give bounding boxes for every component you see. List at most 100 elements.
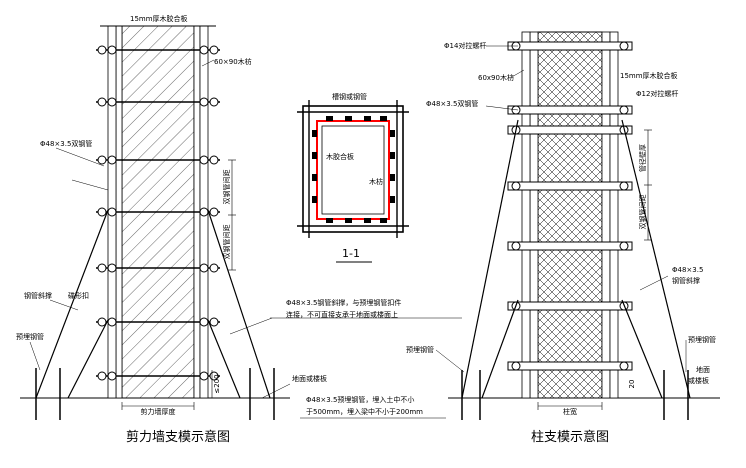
column-dim-label: 20	[628, 380, 636, 389]
column-body	[537, 31, 603, 399]
wall-top-label: 15mm厚木胶合板	[130, 14, 188, 23]
shear-wall-diagram: 双钢管间距 双钢管间距 ≤200 剪力墙厚度 15mm厚木胶合板 60×90木枋…	[16, 14, 327, 445]
section-frame	[302, 105, 404, 233]
wall-pipe-circle	[107, 207, 117, 217]
wall-tie-rods	[96, 45, 220, 381]
column-pipe-circle	[619, 105, 629, 115]
column-pipe-circle	[619, 241, 629, 251]
wall-pipe-circle	[107, 45, 117, 55]
column-clamp	[507, 181, 633, 191]
wall-brace-right-low	[207, 319, 241, 399]
wall-dim-label: ≤200	[213, 374, 221, 393]
column-clamp	[507, 41, 633, 51]
column-stud-left	[521, 31, 531, 399]
wall-pipe-circle	[199, 155, 209, 165]
column-tie-top: Φ14对拉螺杆	[444, 41, 486, 50]
section-stud	[345, 116, 352, 121]
wall-pipe-circle	[209, 207, 219, 217]
section-top-label: 槽钢或钢管	[332, 92, 367, 101]
wall-pipe-circle	[107, 97, 117, 107]
wall-pipe-circle	[107, 371, 117, 381]
column-ground-label-2: 或楼板	[688, 376, 709, 385]
section-1-1: 槽钢或钢管 木胶合板 木枋 1-1	[297, 92, 409, 263]
wall-brace-left-low	[67, 319, 109, 399]
section-stud	[380, 116, 387, 121]
wall-clip-label: 碟形扣	[68, 291, 89, 300]
column-pipe-circle	[511, 361, 521, 371]
column-width-label: 柱宽	[563, 407, 577, 416]
column-pipe-label: Φ48×3.5双钢管	[426, 99, 478, 108]
section-stud	[326, 218, 333, 223]
column-clamp	[507, 361, 633, 371]
column-pipe-circle	[511, 241, 521, 251]
column-stud-label: 60x90木枋	[478, 73, 514, 82]
column-embed-label-1: 预埋钢管	[406, 345, 434, 354]
wall-pipe-circle	[199, 97, 209, 107]
wall-brace-label: 钢管斜撑	[24, 291, 52, 300]
wall-pipe-circle	[199, 371, 209, 381]
wall-pipe-circle	[199, 317, 209, 327]
wall-pipe-circle	[209, 97, 219, 107]
section-stud	[312, 174, 317, 181]
wall-pipe-circle	[97, 371, 107, 381]
column-spacing-label-1: 管径壁厚	[638, 144, 647, 172]
wall-pipe-circle	[97, 207, 107, 217]
column-plywood-right	[601, 31, 611, 399]
center-notes: Φ48×3.5钢管斜撑，与预埋钢管扣件 连接，不可直接支承于地面或楼面上 Φ48…	[229, 298, 462, 419]
section-stud	[390, 174, 395, 181]
column-brace-left	[461, 119, 519, 399]
wall-pipe-circle	[199, 45, 209, 55]
column-clamp	[507, 241, 633, 251]
wall-spacing-label-2: 双钢管间距	[222, 225, 231, 260]
column-ground-label-1: 地面	[696, 365, 710, 374]
section-stud	[380, 218, 387, 223]
wall-ground-label: 地面或楼板	[292, 374, 327, 383]
wall-pipe-label: Φ48×3.5双钢管	[40, 139, 92, 148]
wall-pipe-circle	[107, 263, 117, 273]
column-clamp	[507, 125, 633, 135]
wall-pipe-circle	[107, 317, 117, 327]
column-brace-label-2: 钢管斜撑	[672, 276, 700, 285]
section-stud-label: 木枋	[369, 177, 383, 186]
wall-pipe-circle	[97, 317, 107, 327]
column-diagram: 管径壁厚 双钢管间距 柱宽 20 Φ14对拉螺杆 60x90木枋 15mm厚木胶…	[406, 31, 720, 445]
note-bot-1: Φ48×3.5预埋钢管，埋入土中不小	[306, 395, 414, 404]
section-stud	[364, 116, 371, 121]
wall-pipe-circle	[97, 45, 107, 55]
column-brace-left-low	[481, 299, 519, 399]
wall-pipe-circle	[97, 263, 107, 273]
section-stud	[364, 218, 371, 223]
section-stud	[390, 196, 395, 203]
wall-pipe-circle	[209, 155, 219, 165]
wall-title: 剪力墙支模示意图	[126, 429, 230, 445]
wall-pipe-circle	[199, 263, 209, 273]
column-pipe-circle	[511, 181, 521, 191]
wall-stud-label: 60×90木枋	[214, 57, 252, 66]
section-column	[321, 125, 385, 215]
section-studs	[312, 116, 395, 223]
wall-pipe-circle	[97, 155, 107, 165]
column-embed-label-2: 预埋钢管	[688, 335, 716, 344]
section-stud	[390, 130, 395, 137]
column-stud-right	[609, 31, 619, 399]
note-top-1: Φ48×3.5钢管斜撑，与预埋钢管扣件	[286, 298, 401, 307]
section-stud	[312, 130, 317, 137]
section-stud	[312, 196, 317, 203]
column-spacing-label-2: 双钢管间距	[638, 195, 647, 230]
column-pipe-circle	[619, 361, 629, 371]
section-stud	[312, 152, 317, 159]
wall-brace-left	[35, 209, 109, 399]
section-stud	[390, 152, 395, 159]
wall-pipe-circle	[107, 155, 117, 165]
column-title: 柱支模示意图	[531, 429, 609, 445]
note-bot-2: 于500mm，埋入梁中不小于200mm	[306, 407, 423, 416]
wall-thickness-label: 剪力墙厚度	[141, 407, 176, 416]
column-ply-label: 15mm厚木胶合板	[620, 71, 678, 80]
wall-pipe-circle	[209, 263, 219, 273]
column-pipe-circle	[619, 181, 629, 191]
column-brace-right	[621, 119, 691, 399]
column-pipe-circle	[619, 41, 629, 51]
section-stud	[345, 218, 352, 223]
column-brace-label-1: Φ48×3.5	[672, 266, 703, 274]
section-ply-label: 木胶合板	[326, 152, 354, 161]
